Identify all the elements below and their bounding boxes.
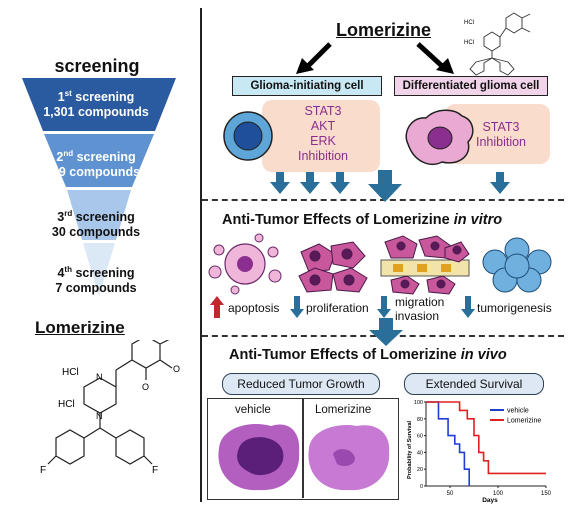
- atom-n-top: N: [96, 372, 103, 382]
- y-tick-label: 60: [417, 434, 423, 440]
- vehicle-brain-section: [218, 424, 300, 491]
- tumorigenesis-sphere-icon: [482, 237, 552, 293]
- y-tick-label: 40: [417, 450, 423, 456]
- y-tick-label: 0: [420, 484, 423, 490]
- x-tick-label: 100: [493, 491, 504, 497]
- top-black-arrows: [296, 42, 454, 74]
- gic-label-box: Glioma-initiating cell: [232, 76, 382, 96]
- x-tick-label: 50: [447, 491, 454, 497]
- effect-apoptosis: apoptosis: [228, 301, 280, 315]
- proliferation-cells-icon: [298, 241, 368, 293]
- tumorigenesis-down-arrow: [461, 296, 475, 318]
- y-tick-label: 80: [417, 417, 423, 423]
- hcl-label-2: HCl: [58, 399, 75, 410]
- funnel-stage-1: [22, 78, 176, 131]
- section-divider-1: [202, 199, 564, 201]
- survival-chart-lines: [426, 401, 546, 486]
- effect-migration-invasion: migration invasion: [395, 295, 444, 323]
- apoptosis-cell-icon: [208, 233, 282, 295]
- funnel-stage-3: [67, 190, 131, 240]
- dgc-target-stat3: STAT3: [482, 120, 520, 134]
- lomerizine-panel-label: Lomerizine: [315, 404, 372, 416]
- dgc-label-box: Differentiated glioma cell: [394, 76, 548, 96]
- section-arrow-2: [369, 318, 403, 346]
- funnel-stage-4-label: 4th screening 7 compounds: [55, 265, 137, 296]
- gic-inhibition-text: STAT3 AKT ERK Inhibition: [288, 104, 358, 164]
- y-axis-label: Probability of Survival: [407, 420, 413, 479]
- y-tick-label: 100: [414, 400, 423, 406]
- funnel-stage-1-label: 1st screening 1,301 compounds: [43, 89, 149, 120]
- gic-target-akt: AKT: [310, 119, 336, 133]
- survival-series-vehicle: [426, 401, 470, 486]
- funnel-stage-3-label: 3rd screening 30 compounds: [51, 209, 141, 240]
- atom-f-right: F: [152, 465, 158, 476]
- survival-series-lomerizine: [426, 401, 546, 475]
- proliferation-down-arrow: [290, 296, 304, 318]
- vertical-divider: [200, 8, 202, 502]
- in-vivo-title: Anti-Tumor Effects of Lomerizine in vivo: [229, 347, 507, 363]
- atom-o-2: O: [173, 364, 180, 374]
- hcl-label-1: HCl: [62, 367, 79, 378]
- migration-down-arrow: [377, 296, 391, 318]
- funnel-stage-2-label: 2nd screening 89 compounds: [51, 149, 141, 180]
- hcl-small-1: HCl: [464, 20, 474, 26]
- lomerizine-result-label: Lomerizine: [35, 318, 125, 337]
- effect-migration: migration: [395, 295, 445, 309]
- funnel-stage-4: [83, 243, 115, 296]
- migration-invasion-icon: [380, 235, 470, 295]
- gic-target-stat3: STAT3: [304, 104, 342, 118]
- atom-o-1: O: [173, 340, 180, 342]
- x-tick-label: 150: [541, 491, 552, 497]
- atom-n-bottom: N: [96, 411, 103, 421]
- x-axis-label: Days: [482, 497, 498, 504]
- brain-section-images: [218, 424, 390, 491]
- gic-target-erk: ERK: [310, 134, 336, 148]
- gic-inhibition-box: [262, 100, 380, 172]
- atom-o-3: O: [142, 382, 149, 392]
- in-vitro-cell-illustrations: [208, 233, 552, 295]
- atom-f-left: F: [40, 465, 46, 476]
- funnel-title: screening: [54, 56, 140, 76]
- dgc-inhibition-word: Inhibition: [475, 135, 527, 149]
- vehicle-panel-label: vehicle: [235, 404, 271, 416]
- hcl-small-2: HCl: [464, 40, 474, 46]
- lomerizine-title: Lomerizine: [336, 20, 432, 40]
- lomerizine-structure-small: HCl HCl: [464, 12, 531, 76]
- brain-panel-divider: [302, 398, 304, 498]
- screening-funnel: [22, 78, 176, 296]
- effect-proliferation: proliferation: [306, 301, 369, 315]
- in-vitro-title: Anti-Tumor Effects of Lomerizine in vitr…: [222, 212, 503, 228]
- survival-chart-axes: 0 20 40 60 80 100 50 100 150: [414, 400, 552, 497]
- lomerizine-brain-section: [308, 424, 390, 491]
- effect-invasion: invasion: [395, 309, 440, 323]
- effect-tumorigenesis: tumorigenesis: [477, 301, 552, 315]
- top-down-arrows: [270, 170, 510, 202]
- reduced-tumor-growth-label: Reduced Tumor Growth: [222, 373, 380, 395]
- dgc-inhibition-text: STAT3 Inhibition: [464, 120, 538, 150]
- lomerizine-structure: N N O O O F F HCl HCl: [40, 340, 180, 476]
- y-tick-label: 20: [417, 467, 423, 473]
- apoptosis-up-arrow: [210, 296, 224, 318]
- legend-label: vehicle: [507, 408, 529, 415]
- differentiated-glioma-cell-icon: [405, 109, 474, 165]
- extended-survival-label: Extended Survival: [404, 373, 544, 395]
- gic-inhibition-word: Inhibition: [297, 149, 349, 163]
- legend-label: Lomerizine: [507, 418, 541, 425]
- glioma-initiating-cell-icon: [223, 111, 273, 161]
- funnel-stage-2: [44, 134, 154, 187]
